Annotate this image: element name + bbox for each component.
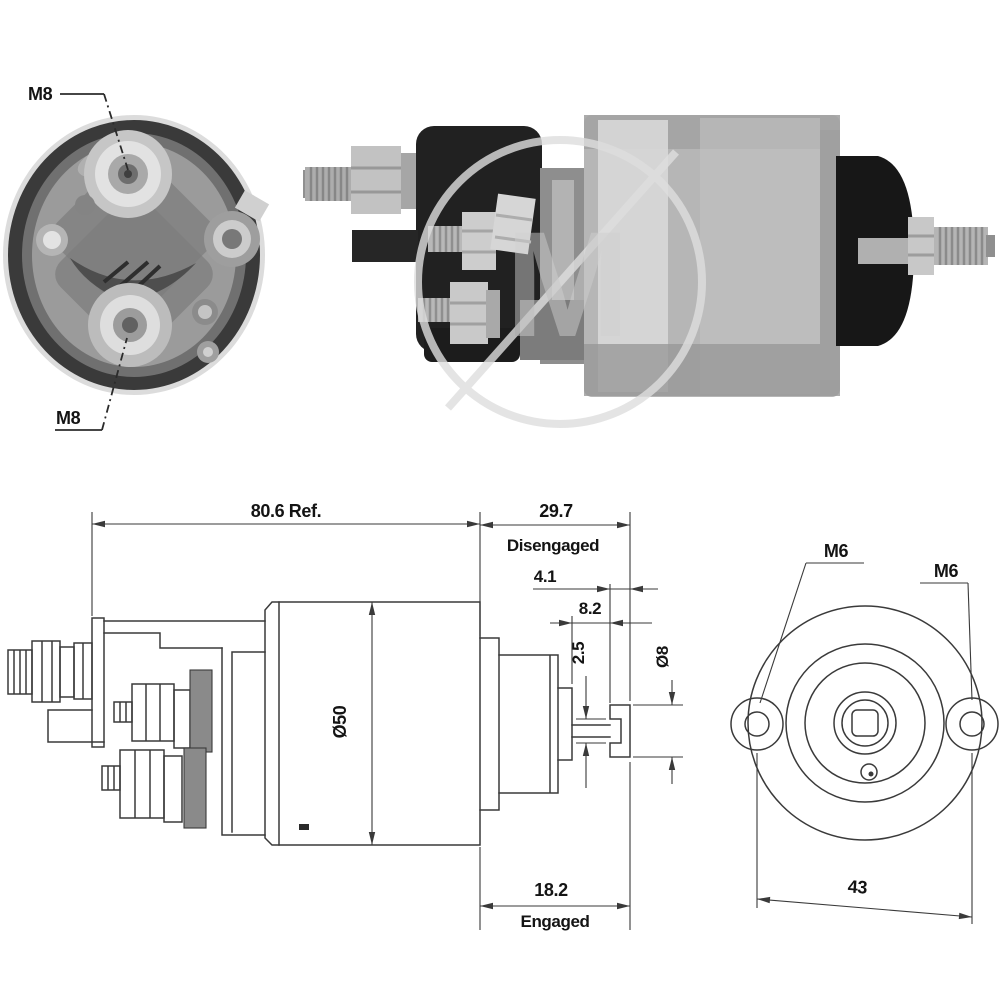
plunger-tip: [609, 704, 631, 758]
mount-ear-left: [730, 697, 784, 751]
photo-right-stud: [858, 217, 995, 275]
dim-plunger-diameter-text: Ø8: [653, 646, 672, 668]
dim-notch: 2.5: [569, 642, 590, 788]
dim-plunger-diameter: Ø8: [653, 646, 676, 784]
dim-mount-spacing-text: 43: [847, 876, 868, 897]
dim-body-diameter-text: Ø50: [330, 705, 350, 738]
label-m8-bottom: M8: [56, 408, 81, 428]
dim-travel-text: 4.1: [534, 567, 556, 586]
end-view-photo: M8 M8: [3, 84, 270, 431]
photo-left-stud: [303, 146, 417, 214]
end-view-drawing: M6 M6 43: [730, 541, 999, 924]
dim-engaged-label: Engaged: [521, 912, 590, 931]
dim-disengaged-label: Disengaged: [507, 536, 599, 555]
label-m8-top-group: M8: [28, 84, 129, 171]
side-view-photo: M: [303, 115, 995, 428]
terminal-nut-right: [204, 190, 270, 267]
drawing-end-outline: [730, 605, 999, 841]
dim-step-text: 8.2: [579, 599, 601, 618]
label-m8-bottom-group: M8: [55, 337, 128, 431]
dim-step: 8.2: [550, 599, 652, 627]
photo-terminal-upper: [428, 193, 536, 270]
mount-ear-right: [945, 697, 999, 751]
label-m6-right-group: M6: [920, 561, 973, 701]
dim-disengaged-value: 29.7: [539, 501, 573, 521]
dim-body-diameter: Ø50: [330, 602, 376, 845]
dim-mount-spacing: 43: [756, 753, 973, 924]
terminal-stud-top: [84, 130, 172, 218]
label-m6-right: M6: [934, 561, 959, 581]
dim-engaged-value: 18.2: [534, 880, 568, 900]
dim-disengaged: 29.7 Disengaged: [480, 501, 630, 555]
side-view-drawing: 80.6 Ref. 29.7 Disengaged 4.1 8.2: [7, 501, 683, 931]
label-m6-left-group: M6: [759, 541, 864, 704]
terminal-stud-bottom: [88, 283, 172, 367]
dim-overall-text: 80.6 Ref.: [251, 501, 321, 521]
dim-overall-length: 80.6 Ref.: [92, 501, 480, 528]
label-m6-left: M6: [824, 541, 849, 561]
dim-notch-text: 2.5: [569, 642, 588, 664]
watermark-letter: M: [505, 200, 630, 368]
drawing-side-outline: [7, 601, 631, 846]
dim-travel: 4.1: [533, 567, 658, 593]
brand-watermark: M: [414, 136, 706, 428]
dim-engaged: 18.2 Engaged: [480, 880, 630, 931]
extension-lines: [91, 512, 683, 930]
label-m8-top: M8: [28, 84, 53, 104]
